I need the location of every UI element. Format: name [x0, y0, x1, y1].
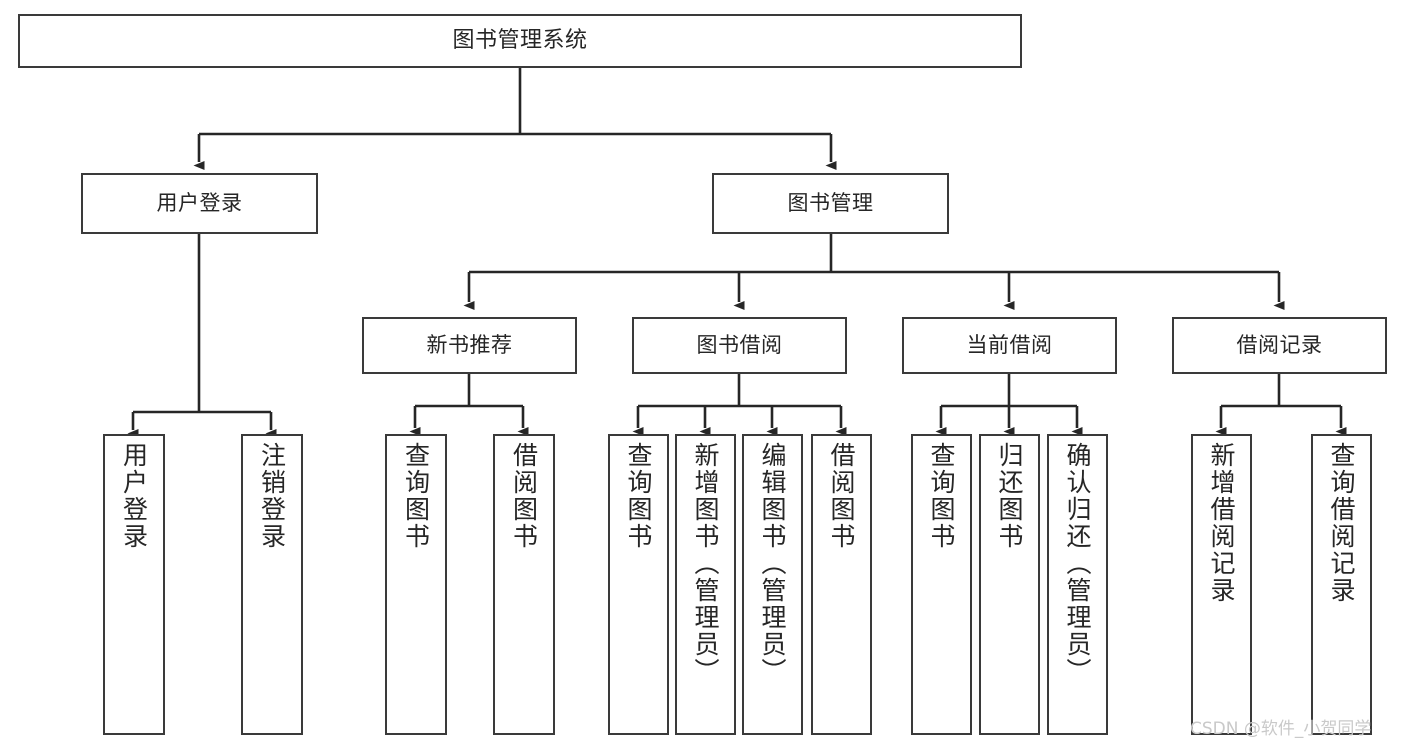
leaf-query-borrow-record[interactable]: 查询借阅记录	[1311, 434, 1372, 735]
leaf-add-borrow-record[interactable]: 新增借阅记录	[1191, 434, 1252, 735]
leaf-return-book[interactable]: 归还图书	[979, 434, 1040, 735]
node-book-management-label: 图书管理	[787, 191, 874, 216]
node-borrow-record[interactable]: 借阅记录	[1172, 317, 1387, 374]
leaf-query-book-recommend[interactable]: 查询图书	[385, 434, 447, 735]
node-new-book-recommend-label: 新书推荐	[426, 333, 513, 358]
node-root-book-management-system[interactable]: 图书管理系统	[18, 14, 1022, 68]
node-current-borrow-label: 当前借阅	[966, 333, 1053, 358]
node-user-login[interactable]: 用户登录	[81, 173, 318, 234]
leaf-borrow-book-borrow-label: 借阅图书	[827, 442, 856, 550]
node-root-label: 图书管理系统	[452, 28, 588, 54]
leaf-query-book-borrow-label: 查询图书	[624, 442, 653, 550]
leaf-return-book-label: 归还图书	[995, 442, 1024, 550]
leaf-query-book-current-label: 查询图书	[927, 442, 956, 550]
leaf-query-book-borrow[interactable]: 查询图书	[608, 434, 669, 735]
leaf-confirm-return-label: 确认归还（管理员）	[1063, 442, 1092, 685]
leaf-edit-book-label: 编辑图书（管理员）	[758, 442, 787, 685]
leaf-query-borrow-record-label: 查询借阅记录	[1327, 442, 1356, 604]
leaf-borrow-book-recommend[interactable]: 借阅图书	[493, 434, 555, 735]
node-book-management[interactable]: 图书管理	[712, 173, 949, 234]
leaf-user-login-label: 用户登录	[119, 442, 149, 550]
node-current-borrow[interactable]: 当前借阅	[902, 317, 1117, 374]
leaf-add-book-label: 新增图书（管理员）	[691, 442, 720, 685]
leaf-confirm-return[interactable]: 确认归还（管理员）	[1047, 434, 1108, 735]
leaf-logout-login-label: 注销登录	[257, 442, 287, 550]
leaf-user-login[interactable]: 用户登录	[103, 434, 165, 735]
leaf-add-borrow-record-label: 新增借阅记录	[1207, 442, 1236, 604]
node-new-book-recommend[interactable]: 新书推荐	[362, 317, 577, 374]
node-book-borrow[interactable]: 图书借阅	[632, 317, 847, 374]
leaf-logout-login[interactable]: 注销登录	[241, 434, 303, 735]
leaf-add-book[interactable]: 新增图书（管理员）	[675, 434, 736, 735]
node-user-login-label: 用户登录	[156, 191, 243, 216]
leaf-query-book-current[interactable]: 查询图书	[911, 434, 972, 735]
leaf-borrow-book-borrow[interactable]: 借阅图书	[811, 434, 872, 735]
node-book-borrow-label: 图书借阅	[696, 333, 783, 358]
leaf-borrow-book-recommend-label: 借阅图书	[509, 442, 539, 550]
csdn-watermark: CSDN @软件_小贺同学	[1190, 719, 1372, 739]
node-borrow-record-label: 借阅记录	[1236, 333, 1323, 358]
leaf-query-book-recommend-label: 查询图书	[401, 442, 431, 550]
leaf-edit-book[interactable]: 编辑图书（管理员）	[742, 434, 803, 735]
